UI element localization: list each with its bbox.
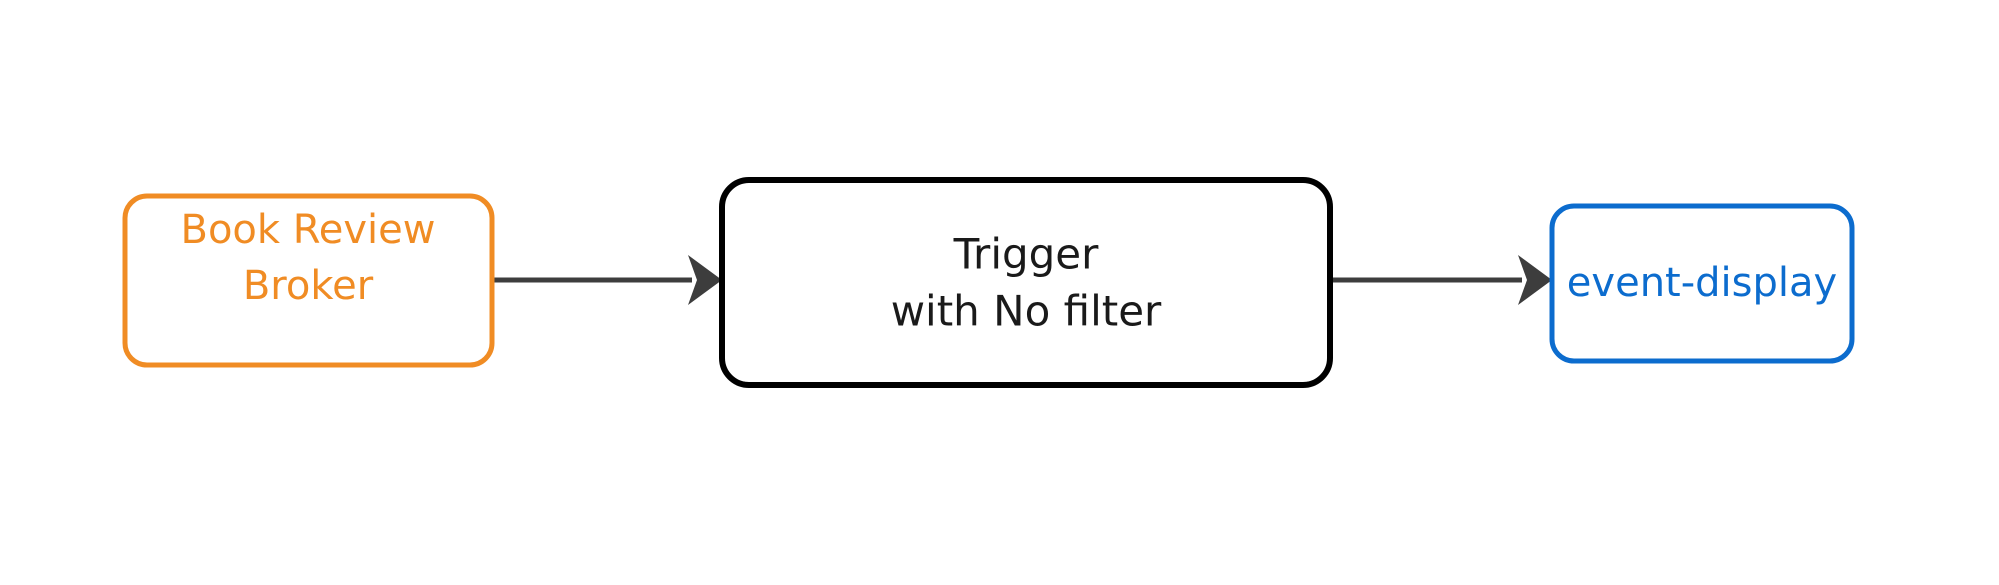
node-trigger[interactable]: Trigger with No filter: [719, 177, 1333, 388]
node-event-display-box: [1549, 203, 1855, 364]
node-trigger-label-line-1: Trigger: [953, 230, 1100, 279]
node-event-display[interactable]: event-display: [1549, 203, 1855, 364]
node-trigger-label-line-2: with No filter: [891, 287, 1162, 336]
node-event-display-label: event-display: [1567, 260, 1837, 306]
edge-broker-to-trigger[interactable]: [494, 255, 722, 305]
node-book-review-broker-label-line-1: Book Review: [181, 207, 436, 253]
node-book-review-broker-label-line-2: Broker: [243, 263, 374, 309]
edge-broker-to-trigger-arrowhead: [688, 255, 722, 305]
edge-trigger-to-sink-arrowhead: [1518, 255, 1552, 305]
edge-trigger-to-sink[interactable]: [1332, 255, 1552, 305]
node-book-review-broker-box: [122, 193, 495, 368]
node-trigger-box: [719, 177, 1333, 388]
node-book-review-broker[interactable]: Book Review Broker: [122, 193, 495, 368]
